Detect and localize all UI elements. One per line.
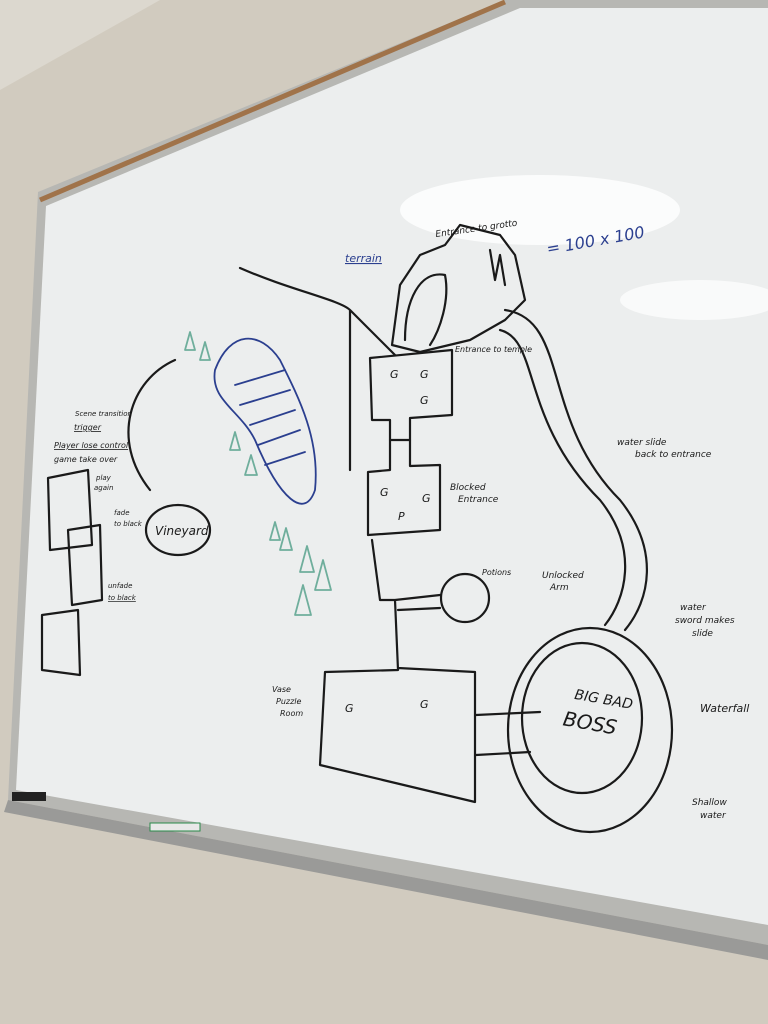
room-marker: G	[420, 698, 429, 711]
water-slide	[498, 308, 648, 632]
scene-label: Scene transition	[75, 410, 132, 418]
vineyard-bubble	[144, 503, 212, 557]
vineyard-hill	[213, 337, 317, 505]
vineyard-label: Vineyard	[155, 524, 209, 538]
scene-label: Player lose control	[54, 441, 129, 450]
unlocked-label: Unlocked	[542, 571, 584, 581]
glare	[620, 280, 768, 320]
room-marker: G	[390, 368, 399, 381]
sword-label: slide	[692, 629, 713, 639]
unlocked-label: Arm	[549, 583, 569, 593]
slide-label: water slide	[617, 438, 667, 448]
terrain-label: terrain	[345, 252, 382, 265]
room-marker: G	[422, 492, 431, 505]
room-marker: G	[345, 702, 354, 715]
marker-tray	[4, 800, 768, 960]
shallow-label: water	[700, 811, 727, 821]
sword-label: water	[680, 603, 707, 613]
room-marker: P	[398, 510, 405, 523]
sword-label: sword makes	[675, 616, 735, 626]
vase-label: Room	[280, 709, 303, 718]
path-sketch	[127, 358, 177, 492]
marker[interactable]	[12, 792, 46, 801]
potions-room	[439, 572, 491, 624]
vase-label: Vase	[272, 685, 291, 694]
marker[interactable]	[149, 822, 201, 832]
cork-strip	[39, 0, 506, 203]
play-label: again	[94, 484, 113, 492]
terrain-line	[238, 266, 397, 472]
temple-label: Entrance to temple	[455, 345, 532, 354]
grotto-rock	[403, 273, 448, 347]
room-marker: G	[420, 394, 429, 407]
blocked-label: Entrance	[458, 495, 499, 505]
grotto-rock	[390, 223, 527, 354]
waterfall-label: Waterfall	[700, 702, 749, 715]
fade-label: to black	[114, 520, 143, 528]
vineyard-rows	[234, 369, 306, 466]
fade-label: fade	[114, 509, 130, 517]
slide-label: back to entrance	[635, 450, 712, 460]
temple-room-2	[366, 438, 442, 537]
room-marker: G	[380, 486, 389, 499]
scene-label: game take over	[54, 455, 118, 464]
unfade-label: to black	[108, 594, 137, 602]
vase-label: Puzzle	[276, 697, 302, 706]
play-label: play	[95, 474, 112, 482]
room-marker: G	[420, 368, 429, 381]
storyboard-frames	[40, 468, 104, 677]
trees	[184, 331, 332, 616]
unfade-label: unfade	[108, 582, 132, 590]
boss-arena-inner	[520, 641, 644, 795]
shallow-label: Shallow	[692, 798, 727, 808]
scene-label: trigger	[74, 423, 102, 432]
tree-sketch	[488, 248, 507, 287]
boss-arena-outer	[506, 626, 674, 834]
potions-label: Potions	[482, 568, 511, 577]
blocked-label: Blocked	[450, 483, 486, 493]
